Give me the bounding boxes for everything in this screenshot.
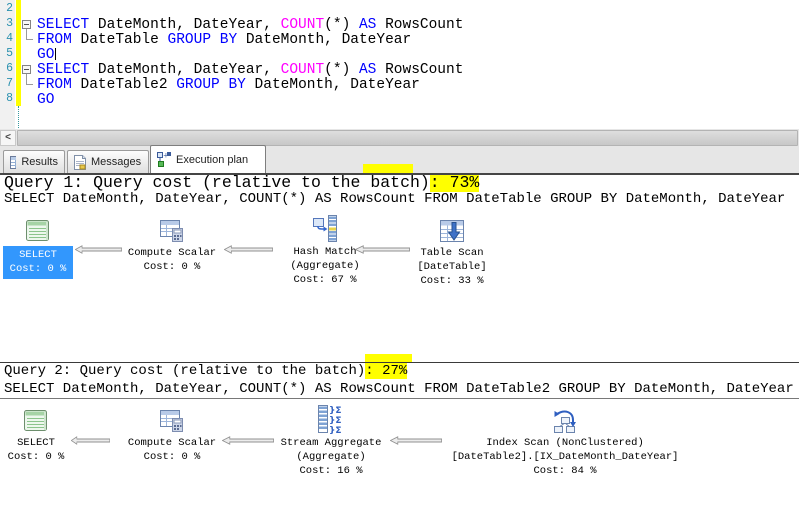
query1-cost-header: Query 1: Query cost (relative to the bat… [4,173,480,192]
compute-scalar-icon [160,220,183,242]
line-number: 3 [6,17,13,30]
results-grid-icon [10,155,17,169]
highlighter-smudge [363,164,413,173]
plan-node-hash-match[interactable]: Hash Match (Aggregate) Cost: 67 % [285,215,365,287]
select-result-icon [24,410,47,431]
statement-divider [0,398,799,399]
plan-arrow [355,245,410,254]
plan-arrow [71,436,110,445]
svg-text:}Σ: }Σ [329,426,342,434]
plan-arrow [75,245,122,254]
tab-label: Messages [91,156,142,168]
code-line: GO [37,47,55,63]
outline-bracket [26,29,33,40]
tab-results[interactable]: Results [3,150,65,173]
editor-gutter [0,0,15,129]
query2-cost-header: Query 2: Query cost (relative to the bat… [4,363,408,379]
horizontal-scrollbar-thumb[interactable] [17,130,798,146]
selected-node-box: SELECT Cost: 0 % [3,246,73,279]
line-number: 6 [6,62,13,75]
cost-highlight: : 27% [365,363,408,379]
line-number: 4 [6,32,13,45]
change-tracking-dotted-line [18,106,19,128]
tab-messages[interactable]: Messages [67,150,149,173]
text-cursor [55,48,56,60]
line-number: 7 [6,77,13,90]
line-number: 2 [6,2,13,15]
execution-plan-icon: + [157,152,171,167]
plan-node-table-scan[interactable]: Table Scan [DateTable] Cost: 33 % [412,219,492,288]
tab-label: Execution plan [176,153,249,166]
code-line: SELECT DateMonth, DateYear, COUNT(*) AS … [37,62,464,78]
select-result-icon [26,220,49,241]
stream-aggregate-icon: }Σ}Σ}Σ [318,405,342,434]
plan-arrow [222,436,274,445]
svg-text:}Σ: }Σ [329,406,342,416]
outline-collapse-button[interactable] [22,20,31,29]
table-scan-icon [440,220,464,242]
tab-execution-plan[interactable]: + Execution plan [150,145,266,173]
plan-node-index-scan[interactable]: Index Scan (NonClustered) [DateTable2].[… [445,409,685,478]
svg-text:}Σ: }Σ [329,416,342,426]
plan-node-compute-scalar[interactable]: Compute Scalar Cost: 0 % [122,408,222,464]
code-line: SELECT DateMonth, DateYear, COUNT(*) AS … [37,17,464,33]
scroll-left-button[interactable]: < [0,130,16,146]
pane-top-border [0,173,799,175]
cost-highlight: : 73% [429,173,480,192]
tab-label: Results [21,156,58,168]
code-line: FROM DateTable2 GROUP BY DateMonth, Date… [37,77,420,93]
hash-match-icon [313,215,337,242]
svg-text:+: + [163,152,169,160]
plan-node-select[interactable]: SELECT Cost: 0 % [4,409,68,464]
line-number: 5 [6,47,13,60]
line-number: 8 [6,92,13,105]
query1-statement: SELECT DateMonth, DateYear, COUNT(*) AS … [4,191,786,207]
code-line: FROM DateTable GROUP BY DateMonth, DateY… [37,32,412,48]
plan-node-stream-aggregate[interactable]: }Σ}Σ}Σ Stream Aggregate (Aggregate) Cost… [280,405,382,477]
plan-node-select[interactable]: SELECT Cost: 0 % [3,219,73,279]
code-line: GO [37,92,55,108]
outline-collapse-button[interactable] [22,65,31,74]
query2-statement: SELECT DateMonth, DateYear, COUNT(*) AS … [4,381,794,397]
outline-bracket [26,74,33,85]
plan-arrow [390,436,442,445]
compute-scalar-icon [160,410,183,432]
plan-arrow [224,245,273,254]
query-divider [0,362,799,363]
change-tracking-bar [16,0,21,106]
index-scan-icon [554,410,576,433]
messages-icon [74,154,86,170]
highlighter-smudge [365,354,412,363]
sql-editor[interactable]: 2 3 4 5 6 7 8 SELECT DateMonth, DateYear… [0,0,799,129]
plan-node-compute-scalar[interactable]: Compute Scalar Cost: 0 % [122,218,222,274]
